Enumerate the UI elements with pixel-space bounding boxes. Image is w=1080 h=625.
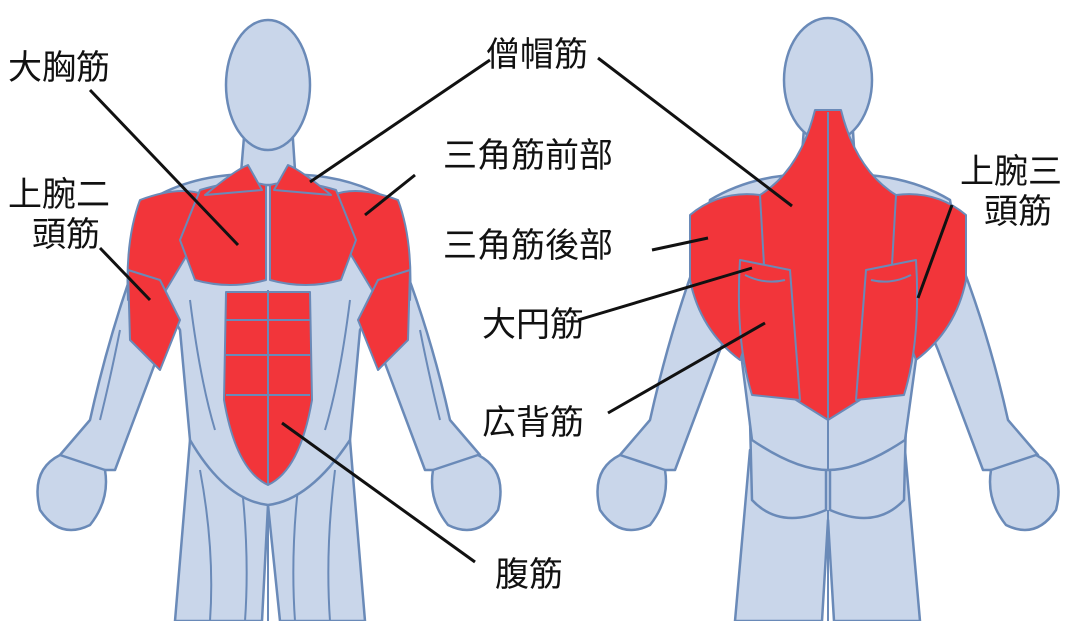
label-pectoralis-major: 大胸筋 — [8, 48, 110, 88]
leader-teres-major — [577, 266, 753, 322]
leader-trapezius — [309, 58, 491, 184]
back-figure — [596, 16, 1060, 623]
leader-pectoralis — [88, 88, 240, 247]
back-left-lat — [737, 259, 801, 401]
label-trapezius: 僧帽筋 — [486, 35, 588, 75]
front-right-biceps — [357, 269, 411, 371]
leader-triceps — [916, 204, 954, 299]
leader-abs — [281, 421, 476, 564]
label-teres-major: 大円筋 — [482, 305, 584, 345]
front-right-trap — [273, 164, 332, 196]
leader-biceps — [98, 246, 152, 302]
label-anterior-deltoid: 三角筋前部 — [443, 136, 613, 176]
label-posterior-deltoid: 三角筋後部 — [443, 226, 613, 266]
leader-anterior-deltoid — [364, 173, 416, 217]
back-right-lat — [855, 259, 919, 401]
label-biceps: 上腕二 頭筋 — [8, 175, 110, 255]
leader-latissimus — [607, 321, 766, 415]
leader-trapezius-back — [597, 56, 793, 208]
label-abdominals: 腹筋 — [495, 555, 563, 595]
leader-posterior-deltoid — [651, 236, 709, 252]
front-left-biceps — [127, 269, 181, 371]
label-latissimus-dorsi: 広背筋 — [482, 403, 584, 443]
label-triceps-line2: 頭筋 — [984, 192, 1052, 232]
label-triceps-line1: 上腕三 — [960, 152, 1062, 192]
label-biceps-line1: 上腕二 — [8, 175, 110, 215]
label-biceps-line2: 頭筋 — [32, 215, 100, 255]
front-figure — [36, 18, 502, 623]
label-triceps: 上腕三 頭筋 — [960, 152, 1062, 232]
front-left-trap — [204, 164, 263, 196]
leader-lines — [88, 56, 954, 564]
